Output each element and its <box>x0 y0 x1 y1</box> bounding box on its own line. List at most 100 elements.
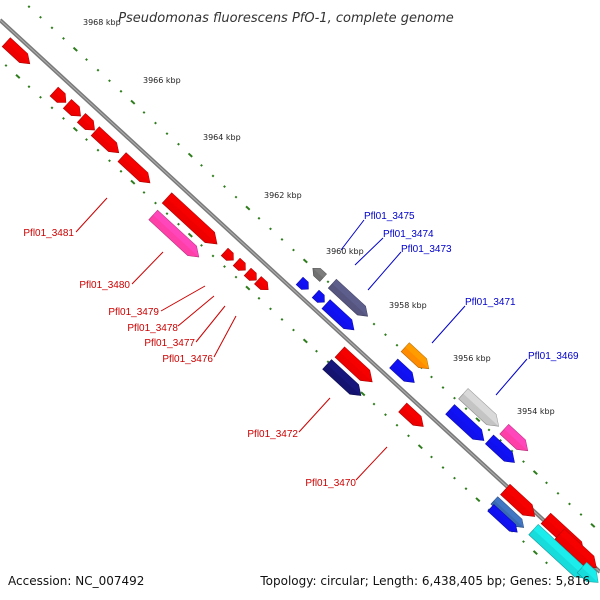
gene-arrow[interactable] <box>389 358 419 387</box>
scale-tick <box>545 481 548 485</box>
gene-arrow-pfl01-3478[interactable] <box>232 257 249 273</box>
gene-label-pfl01-3479[interactable]: Pfl01_3479 <box>108 307 159 318</box>
scale-label: 3954 kbp <box>517 407 555 416</box>
gene-arrow[interactable] <box>321 299 358 335</box>
gene-arrow-pfl01-3469[interactable] <box>458 388 504 432</box>
gene-arrow-highlight <box>533 524 587 579</box>
gene-label-pfl01-3473[interactable]: Pfl01_3473 <box>401 244 452 255</box>
scale-label: 3968 kbp <box>83 18 121 27</box>
gene-arrow-pfl01-3474[interactable] <box>311 289 328 305</box>
gene-arrow-body <box>90 126 120 154</box>
leader-line <box>298 397 331 433</box>
scale-tick <box>360 391 366 397</box>
gene-arrow[interactable] <box>499 423 532 455</box>
gene-arrow-body <box>528 524 587 579</box>
gene-label-pfl01-3477[interactable]: Pfl01_3477 <box>144 338 195 349</box>
gene-arrow-pfl01-3470[interactable] <box>398 402 428 431</box>
scale-tick <box>430 375 433 379</box>
gene-arrow[interactable] <box>485 434 518 467</box>
gene-label-pfl01-3474[interactable]: Pfl01_3474 <box>383 229 434 240</box>
scale-tick <box>245 205 251 211</box>
gene-arrow[interactable] <box>500 483 540 521</box>
gene-arrow-pfl01-3481[interactable] <box>161 192 222 249</box>
scale-tick <box>223 185 226 188</box>
scale-tick <box>50 26 54 30</box>
scale-tick <box>211 174 215 178</box>
leader-line <box>195 305 226 343</box>
gene-arrow-pfl01-3477[interactable] <box>243 267 260 283</box>
gene-arrow-highlight <box>463 388 499 427</box>
gene-arrow-body <box>220 247 234 261</box>
gene-arrow-body <box>500 483 536 517</box>
gene-arrow-highlight <box>95 126 119 153</box>
scale-tick <box>4 64 8 67</box>
scale-label: 3956 kbp <box>453 354 491 363</box>
scale-tick <box>177 222 180 226</box>
gene-arrow-highlight <box>153 210 199 257</box>
gene-arrow-body <box>311 289 325 303</box>
gene-arrow-pfl01-3476[interactable] <box>254 276 271 294</box>
scale-tick <box>302 258 308 264</box>
gene-label-pfl01-3476[interactable]: Pfl01_3476 <box>162 354 213 365</box>
scale-tick <box>556 491 560 495</box>
gene-label-pfl01-3472[interactable]: Pfl01_3472 <box>247 429 298 440</box>
scale-tick <box>579 513 583 516</box>
gene-arrow-pfl01-3472[interactable] <box>322 359 366 401</box>
gene-label-pfl01-3475[interactable]: Pfl01_3475 <box>364 211 415 222</box>
gene-arrow[interactable] <box>295 276 312 292</box>
scale-tick <box>39 15 42 19</box>
gene-arrow[interactable] <box>117 152 154 188</box>
gene-labels: Pfl01_3475 Pfl01_3474 Pfl01_3473 Pfl01_3… <box>23 211 579 489</box>
gene-label-pfl01-3481[interactable]: Pfl01_3481 <box>23 228 74 239</box>
gene-arrow-body <box>327 278 369 317</box>
gene-arrow-body <box>62 99 81 117</box>
scale-tick <box>154 121 157 125</box>
gene-arrow[interactable] <box>445 404 489 446</box>
gene-arrow-highlight <box>505 484 535 517</box>
gene-arrow[interactable] <box>487 504 521 536</box>
gene-arrow[interactable] <box>490 496 527 531</box>
gene-arrow-pfl01-3473[interactable] <box>327 278 371 320</box>
gene-arrow-body <box>490 496 525 528</box>
gene-arrow[interactable] <box>76 113 98 134</box>
gene-arrow[interactable] <box>334 346 377 387</box>
gene-label-pfl01-3478[interactable]: Pfl01_3478 <box>127 323 178 334</box>
leader-line <box>75 197 108 233</box>
gene-arrow-body <box>295 276 309 290</box>
gene-label-pfl01-3470[interactable]: Pfl01_3470 <box>305 478 356 489</box>
scale-tick <box>315 349 318 353</box>
leader-line <box>431 305 466 344</box>
scale-label: 3962 kbp <box>264 191 302 200</box>
gene-arrow-highlight <box>257 276 269 290</box>
gene-arrow-highlight <box>247 268 257 281</box>
scale-tick <box>130 99 136 105</box>
scale-tick <box>39 95 42 99</box>
gene-arrow-highlight <box>6 37 30 64</box>
scale-tick <box>187 152 193 158</box>
gene-arrow-highlight <box>490 504 518 533</box>
gene-label-pfl01-3480[interactable]: Pfl01_3480 <box>79 280 130 291</box>
gene-arrow-pfl01-3480[interactable] <box>148 209 203 262</box>
gene-arrow[interactable] <box>62 99 84 120</box>
gene-arrow[interactable] <box>90 126 123 157</box>
leader-line <box>160 285 206 312</box>
gene-arrow-highlight <box>504 424 528 451</box>
scale-tick <box>200 243 203 247</box>
gene-label-pfl01-3469[interactable]: Pfl01_3469 <box>528 351 579 362</box>
scale-tick <box>27 5 31 9</box>
gene-arrow-pfl01-3479[interactable] <box>220 247 237 263</box>
gene-arrow-pfl01-3471[interactable] <box>400 342 433 373</box>
scale-tick <box>280 318 284 321</box>
gene-arrow-body <box>322 359 362 396</box>
scale-tick <box>142 111 146 114</box>
gene-arrow-pfl01-3475[interactable] <box>309 265 327 282</box>
scale-tick <box>27 85 31 89</box>
scale-tick <box>187 232 193 238</box>
gene-arrow[interactable] <box>576 561 600 587</box>
scale-tick <box>441 466 445 469</box>
gene-label-pfl01-3471[interactable]: Pfl01_3471 <box>465 297 516 308</box>
gene-arrow[interactable] <box>49 86 70 107</box>
gene-arrow[interactable] <box>528 524 591 583</box>
gene-arrow[interactable] <box>1 37 34 68</box>
scale-tick <box>522 540 525 544</box>
